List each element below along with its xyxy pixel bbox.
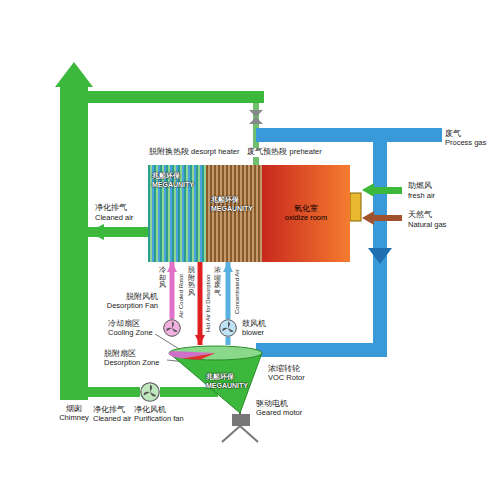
geared-motor bbox=[232, 414, 250, 426]
pipe-connector bbox=[226, 337, 231, 345]
flow-arrow bbox=[362, 211, 374, 225]
fan-blade bbox=[149, 392, 156, 398]
pipe-label: 驱动电机 bbox=[256, 400, 288, 409]
node-text: 脱附换热段 desorpt heater bbox=[148, 148, 240, 157]
pipe-label: 冷却扇区 bbox=[108, 320, 140, 329]
process-gas-pipe bbox=[256, 343, 387, 357]
node-label: Purification fan bbox=[134, 415, 184, 424]
flow-arrow bbox=[362, 183, 374, 197]
node-text: 氧化室oxidize room bbox=[262, 165, 350, 262]
pipe-label: 冷却风 bbox=[159, 266, 166, 289]
process-gas-pipe bbox=[373, 128, 387, 357]
node-text: 废气预热段 preheater bbox=[246, 148, 322, 157]
fan-blade bbox=[227, 328, 234, 333]
node-text: 浓缩转轮VOC Rotor bbox=[268, 365, 305, 382]
pipe-label: 助燃风 bbox=[408, 182, 432, 191]
motor-stand bbox=[222, 426, 258, 442]
oxidation-chamber: 氧化室oxidize room bbox=[262, 165, 350, 262]
node-label: 氧化室 bbox=[294, 205, 318, 214]
node-label: 脱附风机 bbox=[107, 293, 158, 302]
chimney-stack: 烟囱Chimney bbox=[60, 85, 88, 400]
fan-symbol bbox=[163, 319, 181, 337]
rotor-disc bbox=[169, 346, 262, 360]
pipe-label: 脱附热风 bbox=[188, 266, 195, 297]
fan-blade bbox=[150, 385, 152, 392]
top-pipe bbox=[74, 91, 264, 103]
pipe-label: Cleaned air bbox=[93, 415, 131, 424]
pipe-label: Natural gas bbox=[408, 221, 446, 230]
pipe-label: Concentrated Air bbox=[234, 269, 241, 314]
node-label: 浓缩转轮 bbox=[268, 365, 305, 374]
fan-blade bbox=[165, 326, 172, 331]
pipe-label: Cooling Zone bbox=[108, 329, 153, 338]
fan-housing bbox=[141, 383, 159, 401]
burner bbox=[350, 193, 361, 221]
pipe-label: fresh air bbox=[408, 192, 435, 201]
fan-blade bbox=[221, 326, 228, 331]
desorption-sector bbox=[182, 353, 216, 360]
fan-blade bbox=[143, 390, 150, 396]
pipe-label: 浓缩废气 bbox=[214, 266, 221, 297]
watermark: 兆船环保 bbox=[152, 172, 180, 180]
watermark: MEGAUNITY bbox=[211, 205, 253, 213]
node-text: 烟囱Chimney bbox=[59, 405, 89, 422]
node-label: Desorption Fan bbox=[107, 302, 158, 311]
fan-blade bbox=[171, 328, 178, 333]
desorption-heater: 脱附换热段 desorpt heater bbox=[148, 165, 206, 262]
node-text: 脱附风机Desorption Fan bbox=[107, 293, 158, 310]
fresh-air-pipe bbox=[372, 187, 402, 194]
node-label: 烟囱 bbox=[59, 405, 89, 414]
fan-symbol bbox=[219, 319, 237, 337]
pipe-connector bbox=[160, 387, 168, 397]
node-label: blower bbox=[242, 329, 266, 338]
pipe-label: Hot Air for Desorption bbox=[205, 275, 212, 332]
pipe-connector bbox=[170, 262, 175, 319]
watermark: MEGAUNITY bbox=[206, 382, 248, 390]
pipe-label: Process gas bbox=[445, 139, 486, 148]
valve bbox=[249, 110, 263, 117]
node-label: 废气预热段 preheater bbox=[246, 148, 322, 157]
exhaust-arrow bbox=[55, 62, 93, 87]
node-label: oxidize room bbox=[285, 214, 328, 223]
pipe-connector bbox=[226, 262, 231, 319]
fan-housing bbox=[220, 320, 237, 337]
desorption-fan: 脱附风机Desorption Fan bbox=[163, 319, 181, 337]
node-label: VOC Rotor bbox=[268, 374, 305, 383]
process-gas-pipe bbox=[256, 128, 442, 142]
node-label: 脱附换热段 desorpt heater bbox=[148, 148, 240, 157]
gas-pipe bbox=[372, 215, 402, 221]
valve bbox=[249, 117, 263, 124]
pipe-label: Geared motor bbox=[256, 409, 302, 418]
fan-housing bbox=[164, 320, 181, 337]
node-label: Chimney bbox=[59, 414, 89, 423]
pipe-label: Air Cooled Rotor bbox=[178, 274, 185, 318]
node-label: 净化风机 bbox=[134, 406, 184, 415]
node-text: 鼓风机blower bbox=[242, 320, 266, 337]
pipe-connector bbox=[88, 387, 140, 397]
pipe-label: 脱附扇区 bbox=[104, 350, 136, 359]
watermark: 兆船环保 bbox=[206, 373, 234, 381]
purification-fan: 净化风机Purification fan bbox=[140, 382, 160, 402]
pipe-label: 净化排气 bbox=[93, 406, 125, 415]
pipe-label: Cleaned air bbox=[95, 214, 133, 223]
blower-fan: 鼓风机blower bbox=[219, 319, 237, 337]
fan-blade bbox=[172, 322, 174, 329]
pipe-label: 净化排气 bbox=[95, 204, 127, 213]
fan-symbol bbox=[140, 382, 160, 402]
flow-arrow bbox=[368, 248, 392, 264]
watermark: 兆船环保 bbox=[211, 196, 239, 204]
pipe-label: 废气 bbox=[445, 130, 461, 139]
pipe-connector bbox=[88, 227, 148, 237]
rotor-cone bbox=[169, 353, 262, 413]
node-label: 鼓风机 bbox=[242, 320, 266, 329]
pipe-label: 天然气 bbox=[408, 211, 432, 220]
pipe-label: Desorption Zone bbox=[104, 359, 159, 368]
preheater-section: 废气预热段 preheater bbox=[206, 165, 262, 262]
watermark: MEGAUNITY bbox=[152, 181, 194, 189]
pipe-connector bbox=[198, 262, 203, 345]
node-text: 净化风机Purification fan bbox=[134, 406, 184, 423]
fan-blade bbox=[228, 322, 230, 329]
